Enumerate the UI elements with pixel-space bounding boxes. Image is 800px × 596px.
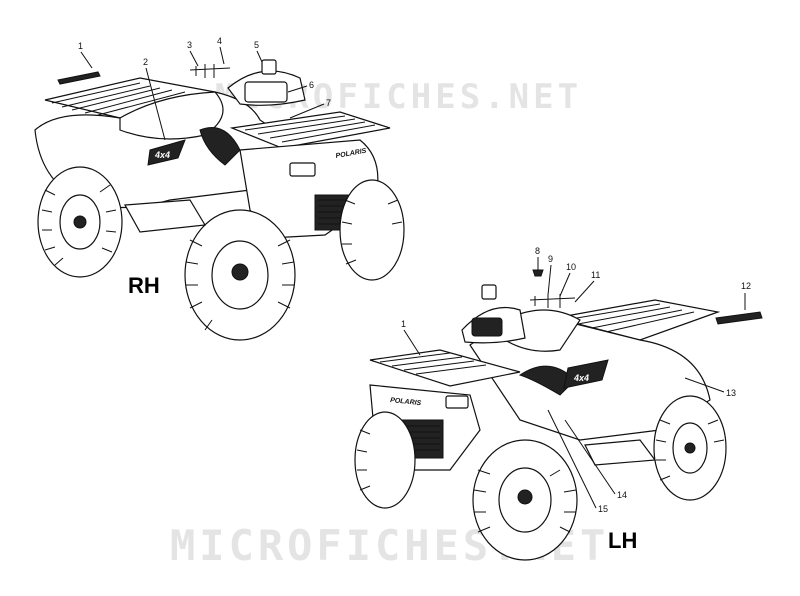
callout-6: 6 — [309, 80, 314, 90]
callout-12: 12 — [741, 281, 751, 291]
rh-rear-wheel — [37, 166, 123, 278]
lh-brand-front: POLARIS — [390, 397, 422, 407]
callout-11: 11 — [591, 270, 600, 280]
callout-1-lh: 1 — [401, 319, 406, 329]
callout-10: 10 — [566, 262, 576, 272]
callout-15: 15 — [598, 504, 608, 514]
lh-model-badge: 4x4 — [573, 373, 589, 383]
callout-2: 2 — [143, 57, 148, 67]
callout-9: 9 — [548, 254, 553, 264]
callout-5: 5 — [254, 40, 259, 50]
lh-rear-wheel — [653, 395, 727, 501]
lh-callouts: 1 8 9 10 11 12 13 14 15 — [401, 246, 763, 514]
rh-view-label: RH — [128, 273, 160, 298]
callout-14: 14 — [617, 490, 627, 500]
atv-left-hand-view: 4x4 POLARIS — [354, 284, 727, 561]
callout-13: 13 — [726, 388, 736, 398]
lh-far-front-wheel — [354, 411, 416, 509]
lh-front-wheel — [472, 439, 578, 561]
rh-front-wheel — [184, 209, 296, 341]
callout-1: 1 — [78, 41, 83, 51]
lh-view-label: LH — [608, 528, 637, 553]
callout-3: 3 — [187, 40, 192, 50]
atv-right-hand-view: 4x4 POLARIS — [34, 59, 405, 341]
rh-model-badge: 4x4 — [154, 150, 170, 160]
rh-callouts: 1 2 3 4 5 6 7 — [57, 36, 331, 141]
rh-far-front-wheel — [339, 179, 405, 281]
callout-8: 8 — [535, 246, 540, 256]
callout-4: 4 — [217, 36, 222, 46]
callout-7: 7 — [326, 98, 331, 108]
